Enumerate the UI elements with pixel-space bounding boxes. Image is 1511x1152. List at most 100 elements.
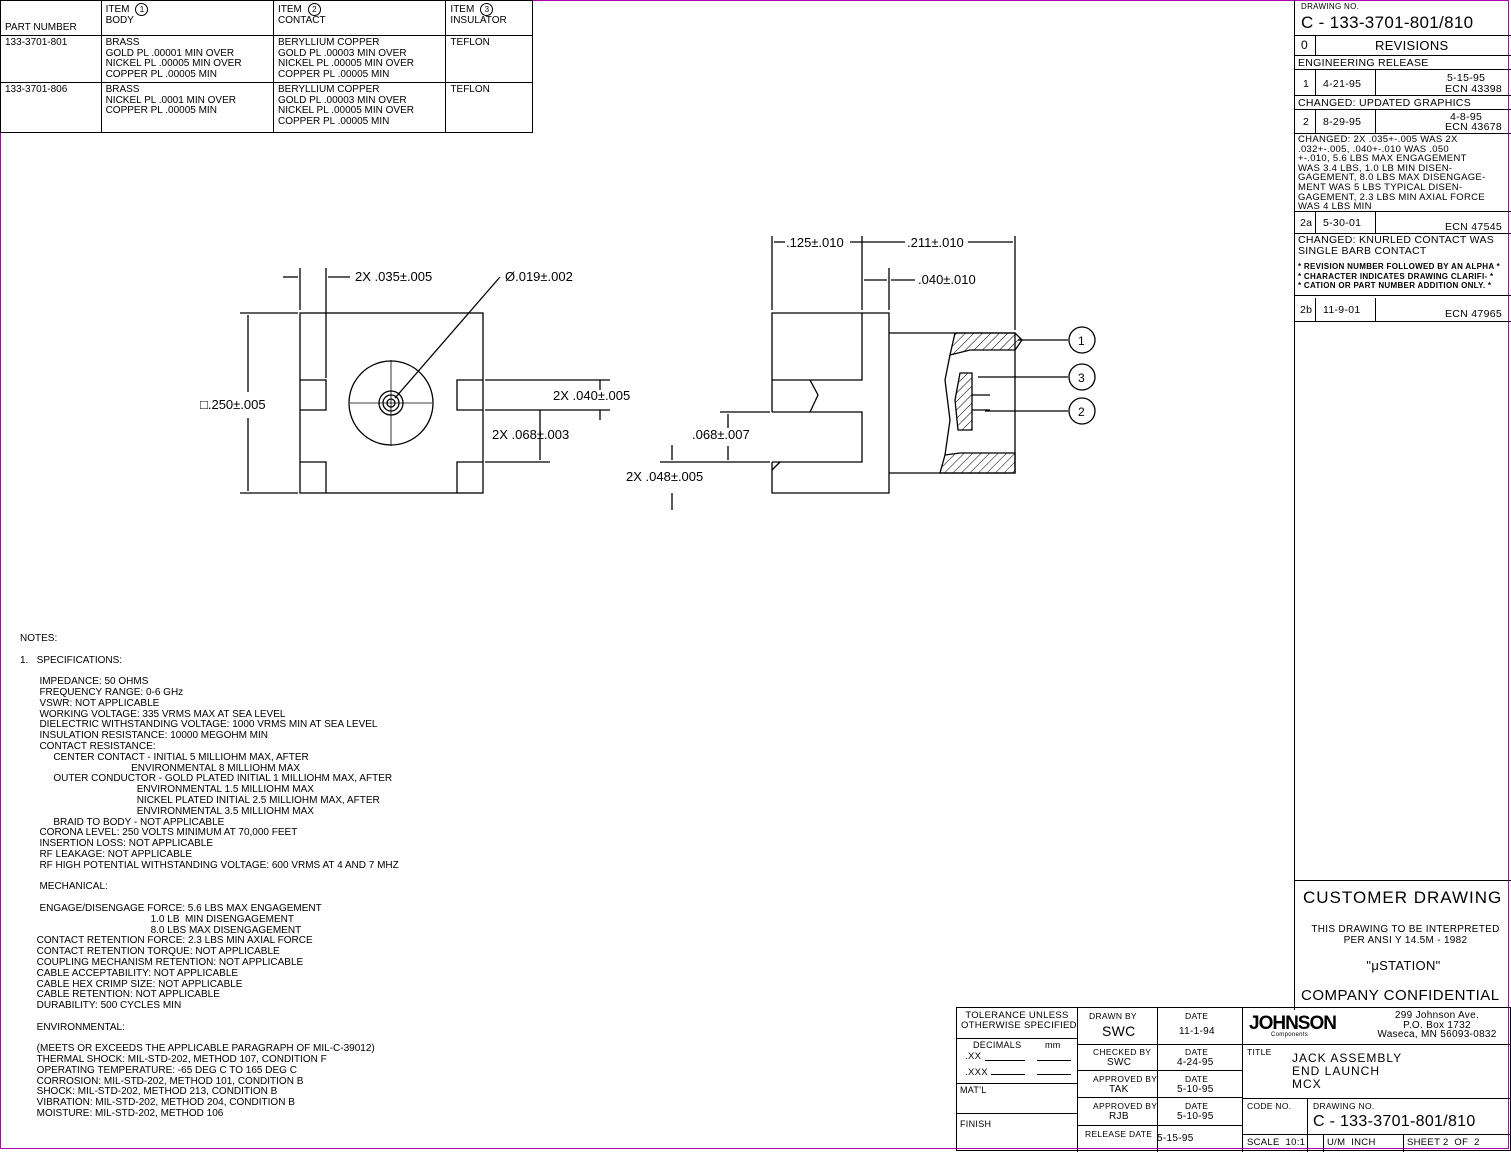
drawn-date: 11-1-94 — [1179, 1026, 1215, 1037]
rev-1-row: 1 4-21-95 5-15-95 ECN 43398 — [1295, 70, 1511, 96]
contact-cell: BERYLLIUM COPPER GOLD PL .00003 MIN OVER… — [272, 35, 447, 83]
approved-by-2: RJB — [1109, 1111, 1129, 1122]
customer-drawing-title: CUSTOMER DRAWING — [1303, 888, 1503, 907]
drawing-no: C - 133-3701-801/810 — [1301, 13, 1474, 32]
rev-2-date: 8-29-95 — [1323, 116, 1362, 128]
body-section-top — [949, 332, 1023, 356]
dim-dia-019: Ø.019±.002 — [505, 269, 573, 284]
revisions-header: 0 REVISIONS — [1295, 36, 1511, 56]
release-date-label: RELEASE DATE — [1085, 1129, 1153, 1139]
sheet-number: SHEET 2 OF 2 — [1407, 1137, 1480, 1148]
station-label: "μSTATION" — [1366, 958, 1441, 973]
interpretation-note: THIS DRAWING TO BE INTERPRETED PER ANSI … — [1311, 924, 1500, 946]
rev-2a-row: 2a 5-30-01 ECN 47545 — [1295, 212, 1511, 234]
balloon-2 — [1068, 397, 1096, 425]
checked-by-label: CHECKED BY — [1093, 1047, 1152, 1057]
rev-1-date: 4-21-95 — [1323, 78, 1362, 90]
approved-by-label: APPROVED BY — [1093, 1101, 1158, 1111]
dim-ht-068: .068±.007 — [692, 427, 750, 442]
drawing-title: JACK ASSEMBLY END LAUNCH MCX — [1292, 1051, 1403, 1091]
rev-0: 0 — [1301, 38, 1308, 52]
dim-len-125: .125±.010 — [786, 235, 844, 250]
company-logo-sub: Components — [1271, 1032, 1309, 1038]
date-label: DATE — [1185, 1047, 1209, 1057]
finish-label: FINISH — [960, 1119, 992, 1129]
body-cell: BRASS GOLD PL .00001 MIN OVER NICKEL PL … — [100, 35, 275, 83]
side-view-flange — [771, 312, 890, 494]
rev-2a-ecn: ECN 47545 — [1445, 221, 1502, 233]
table-row: 133-3701-801 BRASS GOLD PL .00001 MIN OV… — [0, 35, 533, 83]
title-block-drawing-no: C - 133-3701-801/810 — [1313, 1113, 1476, 1130]
checked-date: 4-24-95 — [1177, 1057, 1214, 1068]
company-logo: JOHNSON — [1249, 1013, 1337, 1034]
matl-label: MAT'L — [960, 1085, 987, 1095]
technical-drawing: 2X .035±.005 Ø.019±.002 □.250±.005 2X .0… — [200, 235, 1096, 510]
company-address: 299 Johnson Ave. P.O. Box 1732 Waseca, M… — [1377, 1010, 1497, 1040]
rev-2b-num: 2b — [1300, 304, 1313, 316]
rev-2-ecn: ECN 43678 — [1445, 121, 1502, 133]
rev-2b-ecn: ECN 47965 — [1445, 308, 1502, 320]
rev-2a-note: CHANGED: KNURLED CONTACT WAS SINGLE BARB… — [1298, 234, 1495, 257]
table-row: 133-3701-806 BRASS NICKEL PL .0001 MIN O… — [0, 82, 533, 133]
xx-label: .XX — [965, 1051, 982, 1062]
dim-square-250: □.250±.005 — [200, 397, 266, 412]
drawing-no-label: DRAWING NO. — [1313, 1101, 1375, 1111]
front-view-body — [299, 312, 484, 494]
dim-slot-040: 2X .040±.005 — [553, 388, 630, 403]
part-number-cell: 133-3701-801 — [0, 35, 102, 83]
bore-profile — [944, 354, 951, 456]
insulator-cell: TEFLON — [445, 82, 533, 133]
approved-date-2: 5-10-95 — [1177, 1111, 1214, 1122]
rev-2b-row: 2b 11-9-01 ECN 47965 — [1295, 298, 1511, 322]
revisions-title: REVISIONS — [1375, 38, 1449, 53]
bottom-right-notch — [456, 461, 483, 493]
rev-2-note: CHANGED: 2X .035+-.005 WAS 2X .032+-.005… — [1298, 134, 1486, 213]
rev-2b-date: 11-9-01 — [1323, 304, 1361, 316]
title-label: TITLE — [1247, 1047, 1272, 1057]
unit-of-measure: U/M INCH — [1327, 1137, 1376, 1148]
customer-drawing-box: CUSTOMER DRAWING — [1295, 880, 1511, 912]
approved-date-1: 5-10-95 — [1177, 1084, 1214, 1095]
checked-by: SWC — [1107, 1057, 1132, 1068]
dim-slot-068: 2X .068±.003 — [492, 427, 569, 442]
rev-2-row: 2 8-29-95 4-8-95 ECN 43678 — [1295, 110, 1511, 134]
eng-release-row: ENGINEERING RELEASE — [1295, 56, 1511, 70]
body-section-bottom — [939, 452, 1016, 474]
date-label: DATE — [1185, 1011, 1209, 1021]
balloon-1 — [1068, 326, 1096, 354]
rev-1-note: CHANGED: UPDATED GRAPHICS — [1298, 97, 1471, 109]
balloon-1-label: 1 — [1078, 334, 1085, 348]
revision-column: DRAWING NO. C - 133-3701-801/810 0 REVIS… — [1294, 0, 1511, 1010]
date-label: DATE — [1185, 1074, 1209, 1084]
body-cell: BRASS NICKEL PL .0001 MIN OVER COPPER PL… — [100, 82, 275, 133]
balloon-3-label: 3 — [1078, 371, 1085, 385]
leader-line — [394, 276, 501, 399]
insulator-cell: TEFLON — [445, 35, 533, 83]
rev-2-note-row: CHANGED: 2X .035+-.005 WAS 2X .032+-.005… — [1295, 134, 1511, 212]
side-view-break — [771, 379, 819, 413]
rev-2-num: 2 — [1303, 116, 1310, 128]
rev-2-ecn-date: 4-8-95 — [1450, 111, 1483, 123]
rev-1-num: 1 — [1303, 78, 1310, 90]
notes-block: NOTES: 1. SPECIFICATIONS: IMPEDANCE: 50 … — [20, 633, 399, 1120]
company-confidential: COMPANY CONFIDENTIAL — [1301, 987, 1500, 1004]
left-slot — [300, 379, 327, 411]
rev-2a-date: 5-30-01 — [1323, 217, 1362, 229]
approved-by-label: APPROVED BY — [1093, 1074, 1158, 1084]
insulator-section — [954, 372, 973, 431]
rev-2a-note-row: CHANGED: KNURLED CONTACT WAS SINGLE BARB… — [1295, 234, 1511, 296]
date-label: DATE — [1185, 1101, 1209, 1111]
dim-ht-048: 2X .048±.005 — [626, 469, 703, 484]
drawing-number-box: DRAWING NO. C - 133-3701-801/810 — [1295, 0, 1511, 36]
title-block: TOLERANCE UNLESS OTHERWISE SPECIFIED DEC… — [956, 1007, 1511, 1152]
approved-by-1: TAK — [1109, 1084, 1129, 1095]
mm-label: mm — [1045, 1040, 1061, 1050]
side-view-middle — [772, 411, 863, 463]
tolerance-label: TOLERANCE UNLESS OTHERWISE SPECIFIED — [961, 1010, 1077, 1031]
balloon-2-label: 2 — [1078, 405, 1085, 419]
rev-1-ecn-date: 5-15-95 — [1447, 72, 1486, 84]
rev-1-note-row: CHANGED: UPDATED GRAPHICS — [1295, 96, 1511, 110]
